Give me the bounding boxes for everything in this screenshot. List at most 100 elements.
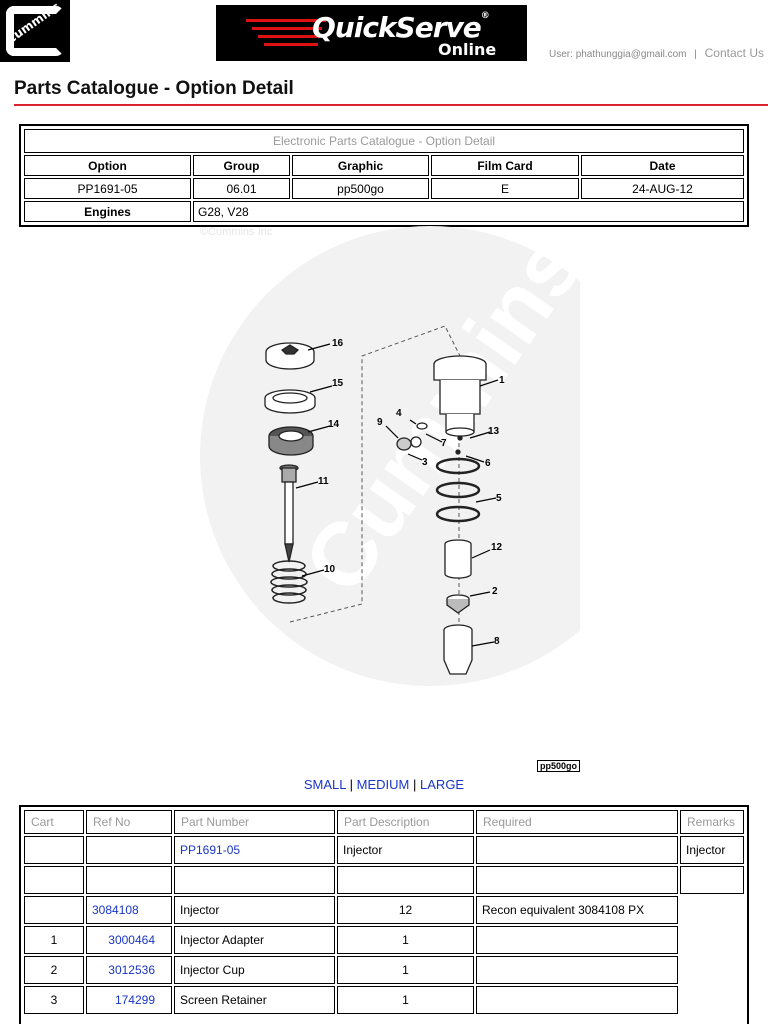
header-film-card: Film Card (431, 155, 579, 176)
required-cell (476, 836, 678, 864)
size-separator: | (413, 777, 417, 792)
remarks-cell (680, 986, 744, 1014)
part-number-cell: Screen Retainer (174, 986, 335, 1014)
logo-streak (246, 19, 326, 22)
cart-cell (24, 836, 84, 864)
remarks-cell: Injector (680, 836, 744, 864)
remarks-cell (680, 926, 744, 954)
cart-cell: 3 (24, 986, 84, 1014)
header-option: Option (24, 155, 191, 176)
table-row: 2 3012536 Injector Cup 1 (24, 956, 744, 984)
col-part-description: Part Description (337, 810, 474, 834)
user-info: User: phathunggia@gmail.com | Contact Us (549, 46, 764, 60)
header-group: Group (193, 155, 290, 176)
callout-5: 5 (496, 493, 502, 504)
part-number-link[interactable]: PP1691-05 (174, 836, 335, 864)
description-cell: 1 (337, 956, 474, 984)
film-card-value: E (431, 178, 579, 199)
option-detail-table: Electronic Parts Catalogue - Option Deta… (19, 124, 749, 227)
col-remarks: Remarks (680, 810, 744, 834)
col-cart: Cart (24, 810, 84, 834)
ref-no-link[interactable]: 3000464 (86, 926, 172, 954)
table-row: PP1691-05 Injector Injector (24, 836, 744, 864)
callout-leaders (295, 343, 499, 647)
quickserve-name: QuickServe® (312, 11, 490, 44)
left-parts (264, 342, 316, 604)
header: Cummins QuickServe® Online User: phathun… (0, 0, 768, 66)
callout-12: 12 (491, 542, 503, 553)
cart-cell: 1 (24, 926, 84, 954)
description-cell: Injector (337, 836, 474, 864)
option-table-caption: Electronic Parts Catalogue - Option Deta… (24, 129, 744, 153)
quickserve-logo[interactable]: QuickServe® Online (216, 5, 527, 61)
right-parts (396, 355, 487, 675)
required-cell (476, 926, 678, 954)
callout-9: 9 (377, 417, 383, 428)
table-row: 3 174299 Screen Retainer 1 (24, 986, 744, 1014)
group-value: 06.01 (193, 178, 290, 199)
logo-streak (264, 43, 318, 46)
table-row: 1 3000464 Injector Adapter 1 (24, 926, 744, 954)
title-divider (14, 104, 768, 106)
contact-us-link[interactable]: Contact Us (704, 46, 764, 60)
header-date: Date (581, 155, 744, 176)
callout-16: 16 (332, 338, 344, 349)
part-number-cell: Injector Adapter (174, 926, 335, 954)
cart-cell: 2 (24, 956, 84, 984)
callout-4: 4 (396, 408, 402, 419)
page-title: Parts Catalogue - Option Detail (14, 78, 294, 99)
callout-3: 3 (422, 457, 428, 468)
copyright-notice: ©Cummins Inc (200, 226, 273, 238)
ref-no-link[interactable]: 3012536 (86, 956, 172, 984)
remarks-cell (680, 956, 744, 984)
callout-8: 8 (494, 636, 500, 647)
required-cell: Recon equivalent 3084108 PX (476, 896, 678, 924)
callout-10: 10 (324, 564, 336, 575)
callout-15: 15 (332, 378, 344, 389)
table-row: 3084108 Injector 12 Recon equivalent 308… (24, 896, 744, 924)
callout-1: 1 (499, 375, 505, 386)
parts-header-row: Cart Ref No Part Number Part Description… (24, 810, 744, 834)
date-value: 24-AUG-12 (581, 178, 744, 199)
ref-cell (86, 836, 172, 864)
engines-label: Engines (24, 201, 191, 222)
header-graphic: Graphic (292, 155, 429, 176)
size-medium-link[interactable]: MEDIUM (356, 777, 410, 792)
table-row (24, 866, 744, 894)
callout-2: 2 (492, 586, 498, 597)
graphic-value: pp500go (292, 178, 429, 199)
option-value: PP1691-05 (24, 178, 191, 199)
engines-value: G28, V28 (193, 201, 744, 222)
user-label: User: (549, 49, 573, 60)
description-cell: 12 (337, 896, 474, 924)
description-cell: 1 (337, 926, 474, 954)
logo-streak (258, 35, 320, 38)
ref-no-link[interactable]: 174299 (86, 986, 172, 1014)
callout-11: 11 (318, 476, 329, 487)
diagram-svg: Cummins (200, 226, 580, 686)
quickserve-online: Online (438, 40, 497, 59)
size-large-link[interactable]: LARGE (420, 777, 465, 792)
parts-table: Cart Ref No Part Number Part Description… (19, 805, 749, 1024)
cummins-logo[interactable]: Cummins (0, 0, 70, 62)
cummins-c-shape (6, 6, 64, 56)
cart-cell (24, 866, 84, 894)
callout-6: 6 (485, 458, 491, 469)
logo-streak (252, 27, 322, 30)
part-number-cell: Injector (174, 896, 335, 924)
remarks-cell (680, 896, 744, 924)
exploded-parts-diagram[interactable]: Cummins (190, 226, 580, 688)
separator: | (694, 49, 697, 60)
required-cell (476, 956, 678, 984)
callout-13: 13 (488, 426, 500, 437)
col-part-number: Part Number (174, 810, 335, 834)
graphic-id-label: pp500go (537, 760, 581, 772)
size-small-link[interactable]: SMALL (303, 777, 347, 792)
description-cell (337, 866, 474, 894)
part-number-cell: Injector Cup (174, 956, 335, 984)
user-email: phathunggia@gmail.com (575, 49, 687, 60)
col-ref-no: Ref No (86, 810, 172, 834)
callout-7: 7 (441, 438, 447, 449)
ref-no-link[interactable]: 3084108 (86, 896, 172, 924)
size-separator: | (349, 777, 354, 792)
